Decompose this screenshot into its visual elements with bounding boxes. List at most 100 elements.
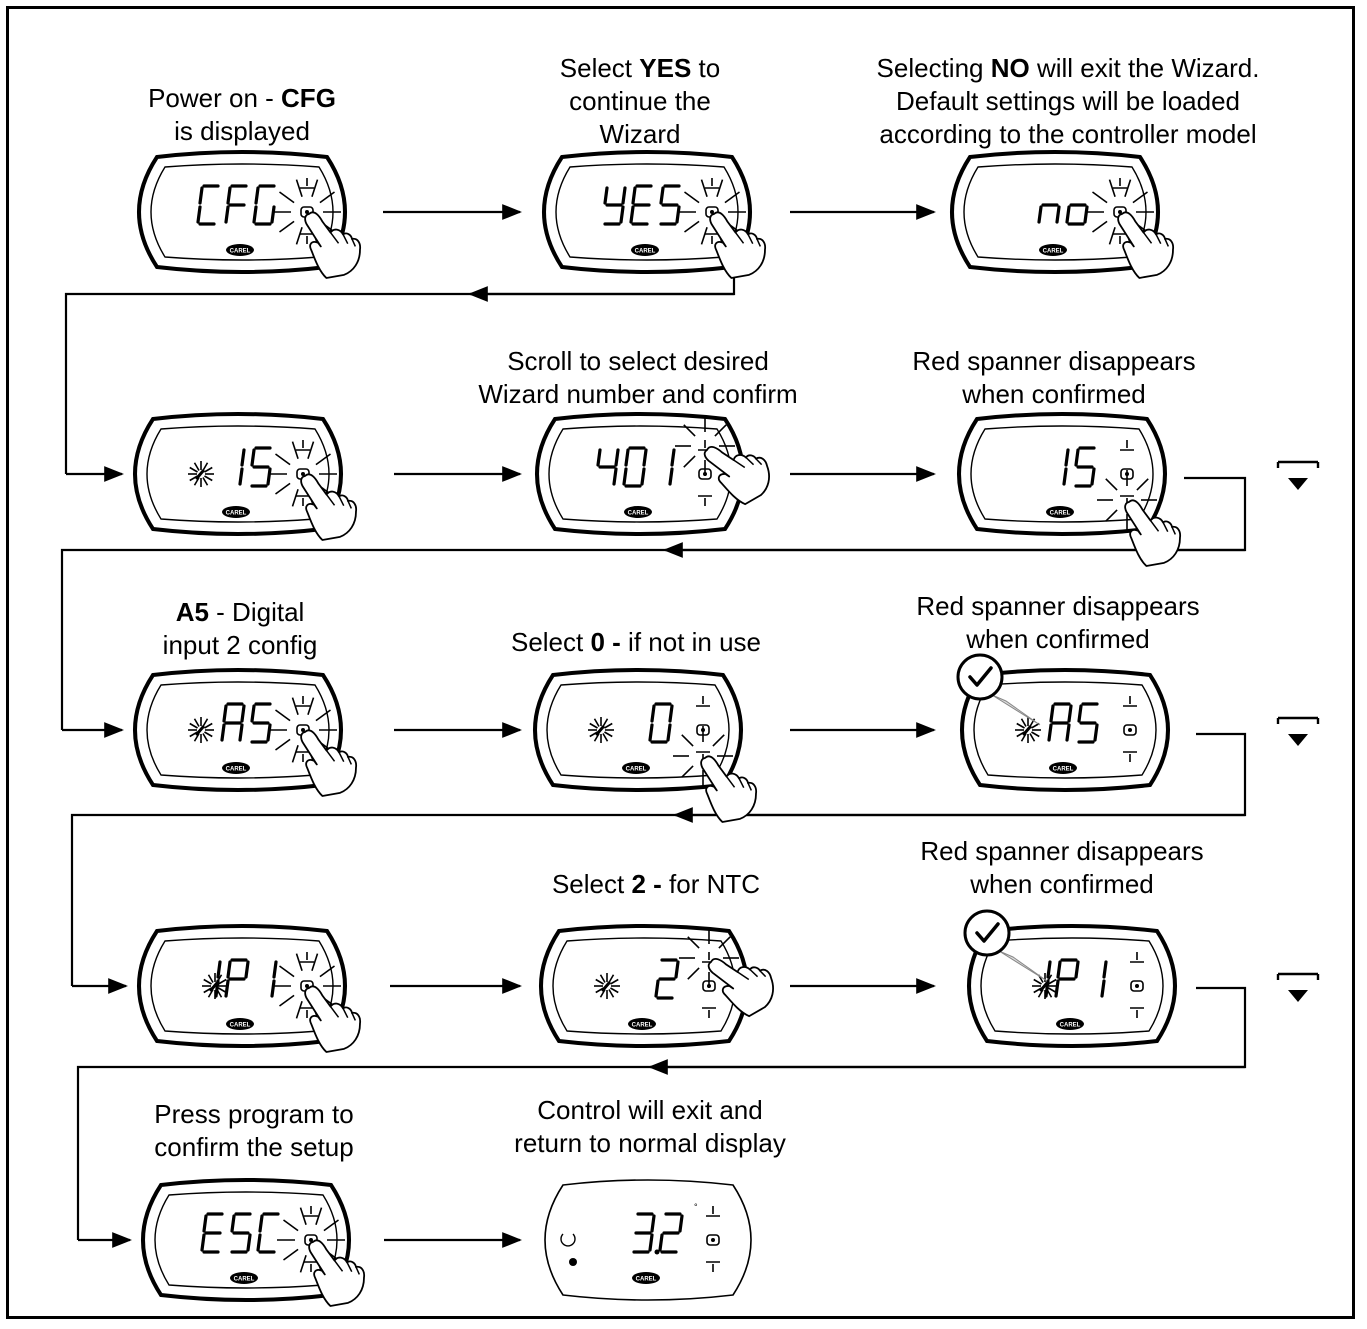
controller-display-12: CAREL <box>963 909 1177 1048</box>
up-button-icon[interactable] <box>1120 440 1134 451</box>
caption-text: YES <box>639 53 692 83</box>
highlight-rays <box>295 1000 303 1019</box>
down-button-icon[interactable] <box>296 751 310 762</box>
display-segment <box>678 1214 684 1233</box>
highlight-rays <box>712 734 725 747</box>
caption-text: will exit the Wizard. <box>1029 53 1260 83</box>
down-button-icon[interactable] <box>706 1261 720 1272</box>
down-button-icon[interactable] <box>296 495 310 506</box>
highlight-rays <box>218 987 227 994</box>
highlight-rays <box>311 179 319 198</box>
display-segment <box>640 467 646 486</box>
display-segment <box>270 979 276 998</box>
display-segment <box>614 448 620 467</box>
display-segment <box>244 960 250 979</box>
display-segment <box>240 704 246 723</box>
up-button-icon[interactable] <box>1130 952 1144 963</box>
caption-text: Select <box>559 53 640 83</box>
highlight-rays <box>608 989 615 998</box>
caption-line: Select 2 - for NTC <box>552 868 760 901</box>
down-button-icon[interactable] <box>1130 1007 1144 1018</box>
up-button-icon[interactable] <box>296 440 310 451</box>
down-button-icon[interactable] <box>300 1007 314 1018</box>
display-segment <box>648 1233 654 1252</box>
highlight-rays <box>299 1207 307 1226</box>
caption-line: Wizard <box>560 118 720 151</box>
caption-text: Press program to <box>154 1099 354 1129</box>
unit-icon: ° <box>694 1202 698 1212</box>
up-button-icon[interactable] <box>296 696 310 707</box>
controller-display-1: CAREL <box>137 150 362 279</box>
display-segment <box>1074 448 1080 467</box>
caption-text: 0 - <box>590 627 621 657</box>
display-lens <box>973 681 1157 779</box>
caption-text: Wizard <box>599 119 681 149</box>
display-bezel <box>535 412 745 536</box>
caption-line: Red spanner disappears <box>916 590 1199 623</box>
display-segment <box>1067 704 1073 723</box>
up-button-icon[interactable] <box>300 178 314 189</box>
down-button-icon[interactable] <box>705 233 719 244</box>
highlight-rays <box>202 733 209 742</box>
up-button-icon[interactable] <box>696 696 710 707</box>
highlight-rays <box>700 226 708 245</box>
up-button-icon[interactable] <box>304 1206 318 1217</box>
highlight-rays <box>602 733 609 742</box>
highlight-rays <box>216 989 223 998</box>
down-button-icon[interactable] <box>300 233 314 244</box>
pointing-hand-icon <box>703 445 770 506</box>
brand-logo <box>222 762 250 774</box>
down-button-icon[interactable] <box>304 1261 318 1272</box>
display-segment <box>674 960 680 979</box>
up-button-icon[interactable] <box>706 1206 720 1217</box>
caption-text: Wizard number and confirm <box>478 379 798 409</box>
display-segment <box>621 186 627 205</box>
brand-logo-text: CAREL <box>632 1023 653 1029</box>
display-segment <box>270 205 276 224</box>
caption-text: for NTC <box>661 869 761 899</box>
caption-text: confirm the setup <box>154 1132 354 1162</box>
down-button-icon[interactable] <box>702 1007 716 1018</box>
display-segment <box>256 1233 262 1252</box>
display-segment <box>648 723 654 742</box>
highlight-rays <box>295 179 303 198</box>
highlight-rays <box>283 1248 299 1261</box>
display-segment <box>629 205 635 224</box>
highlight-rays <box>683 455 696 468</box>
brand-logo <box>1039 244 1067 256</box>
highlight-rays <box>279 191 295 204</box>
caption-line: Press program to <box>154 1098 353 1131</box>
down-button-icon[interactable] <box>1113 233 1127 244</box>
side-marks <box>1276 460 1320 1002</box>
spanner-icon <box>595 725 605 736</box>
display-segment <box>668 467 674 486</box>
up-button-icon[interactable] <box>705 178 719 189</box>
display-segment <box>272 960 278 979</box>
display-segment <box>1062 467 1068 486</box>
display-segment <box>1056 960 1062 979</box>
up-button-icon[interactable] <box>300 952 314 963</box>
caption-line: according to the controller model <box>877 118 1260 151</box>
down-button-icon[interactable] <box>1123 751 1137 762</box>
down-button-icon[interactable] <box>698 495 712 506</box>
caption-line: A5 - Digital <box>163 596 318 629</box>
controller-display-10: CAREL <box>137 924 362 1053</box>
highlight-rays <box>204 466 213 473</box>
display-bezel <box>539 924 749 1048</box>
up-button-icon[interactable] <box>1123 696 1137 707</box>
brand-logo-text: CAREL <box>1053 767 1074 773</box>
display-segment <box>250 704 256 723</box>
display-bezel <box>967 924 1177 1048</box>
display-bezel <box>544 1179 752 1301</box>
display-segment <box>1065 205 1071 224</box>
highlight-rays <box>1132 191 1148 204</box>
brand-logo-text: CAREL <box>230 1023 251 1029</box>
display-segment <box>624 448 630 467</box>
brand-logo <box>1056 1018 1084 1030</box>
highlight-rays <box>1031 731 1040 738</box>
up-button-icon[interactable] <box>1113 178 1127 189</box>
controller-display-6: CAREL <box>957 412 1182 567</box>
